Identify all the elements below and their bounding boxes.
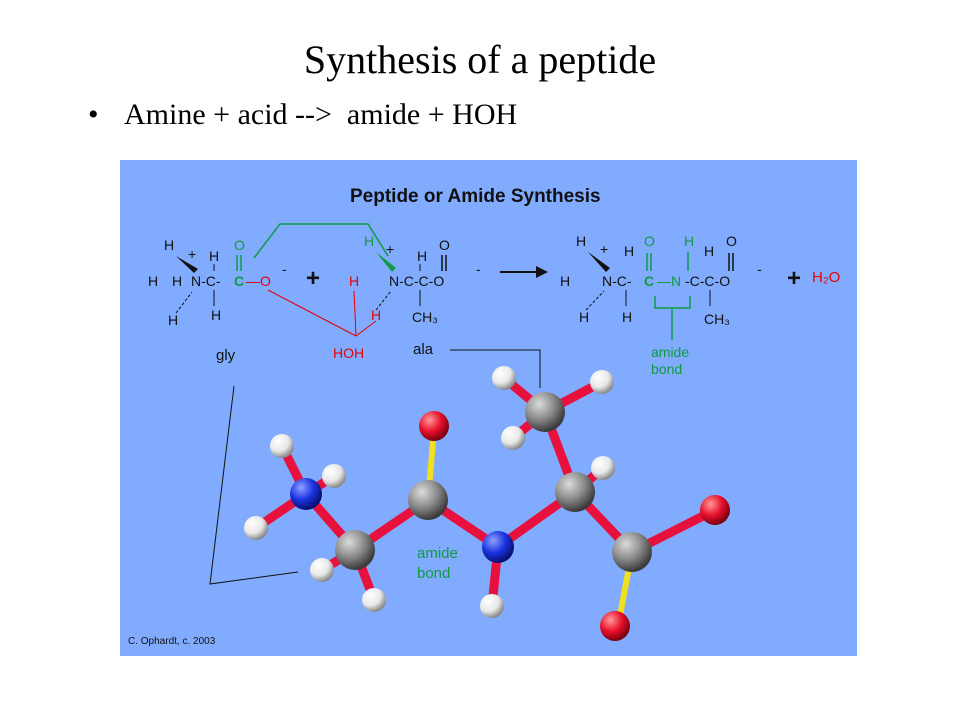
- svg-text:O: O: [726, 233, 737, 249]
- label-amide-top: amide: [651, 344, 689, 360]
- svg-text:H: H: [209, 248, 219, 264]
- figure-canvas: Peptide or Amide Synthesis H + H H N-C- …: [120, 160, 857, 656]
- bullet-text: Amine + acid --> amide + HOH: [124, 98, 518, 131]
- dipeptide-structure: H + H N-C- C —N -C-C-O - H O H H O H CH₃…: [560, 233, 762, 340]
- svg-text:H: H: [172, 273, 182, 289]
- water-line-h2: [355, 320, 377, 337]
- svg-text:O: O: [439, 237, 450, 253]
- svg-text:H: H: [417, 248, 427, 264]
- label-ala: ala: [413, 341, 434, 358]
- svg-text:-: -: [476, 261, 481, 277]
- svg-text:+: +: [386, 241, 394, 257]
- svg-text:H: H: [624, 243, 634, 259]
- svg-text:-C-C-O: -C-C-O: [685, 273, 730, 289]
- figure-title: Peptide or Amide Synthesis: [350, 186, 601, 207]
- gly-pointer-line: [209, 385, 299, 585]
- water-product: H₂O: [812, 269, 840, 286]
- label-bond-model: bond: [417, 565, 450, 582]
- svg-text:H: H: [164, 237, 174, 253]
- svg-text:CH₃: CH₃: [704, 311, 730, 327]
- bullet-dot: •: [88, 98, 99, 131]
- label-bond-top: bond: [651, 361, 682, 377]
- slide-title: Synthesis of a peptide: [303, 37, 657, 82]
- svg-text:H: H: [704, 243, 714, 259]
- svg-text:N-C-: N-C-: [191, 273, 221, 289]
- svg-text:H: H: [622, 309, 632, 325]
- svg-text:O: O: [234, 237, 245, 253]
- bond-formation-line: [253, 223, 389, 259]
- svg-text:CH₃: CH₃: [412, 309, 438, 325]
- svg-text:O: O: [644, 233, 655, 249]
- plus-sign: +: [306, 265, 320, 292]
- svg-text:+: +: [188, 246, 196, 262]
- ala-pointer-line: [450, 349, 541, 388]
- peptide-synthesis-figure: Peptide or Amide Synthesis H + H H N-C- …: [120, 160, 857, 656]
- svg-text:C: C: [644, 273, 654, 289]
- svg-text:-: -: [757, 261, 762, 277]
- svg-text:-: -: [282, 261, 287, 277]
- svg-text:C: C: [234, 273, 244, 289]
- svg-text:H: H: [168, 312, 178, 328]
- label-hoh: HOH: [333, 345, 364, 361]
- plus-sign-2: +: [787, 265, 801, 292]
- label-amide-model: amide: [417, 545, 458, 562]
- svg-text:—O: —O: [246, 273, 271, 289]
- credit-text: C. Ophardt, c. 2003: [128, 636, 216, 647]
- svg-text:H: H: [148, 273, 158, 289]
- water-line-o: [267, 289, 357, 337]
- svg-text:H: H: [211, 307, 221, 323]
- figure-background: [120, 160, 857, 656]
- reaction-scheme: H + H H N-C- C —O - H H H O + H + H N-C-…: [148, 223, 840, 377]
- svg-text:H: H: [560, 273, 570, 289]
- svg-text:N-C-C-O: N-C-C-O: [389, 273, 444, 289]
- alanine-structure: H + H N-C-C-O - H O H CH₃: [349, 233, 481, 325]
- svg-text:H: H: [364, 233, 374, 249]
- bullet-item: • Amine + acid --> amide + HOH: [88, 98, 517, 132]
- svg-text:H: H: [576, 233, 586, 249]
- water-line-h1: [353, 290, 357, 337]
- svg-text:N-C-: N-C-: [602, 273, 632, 289]
- glycine-structure: H + H H N-C- C —O - H H H O: [148, 237, 287, 328]
- svg-text:H: H: [349, 273, 359, 289]
- svg-text:H: H: [684, 233, 694, 249]
- label-gly: gly: [216, 347, 236, 364]
- svg-text:H: H: [579, 309, 589, 325]
- svg-text:+: +: [600, 241, 608, 257]
- ball-and-stick-model: [244, 366, 730, 641]
- svg-text:H: H: [371, 307, 381, 323]
- svg-text:—N: —N: [657, 273, 681, 289]
